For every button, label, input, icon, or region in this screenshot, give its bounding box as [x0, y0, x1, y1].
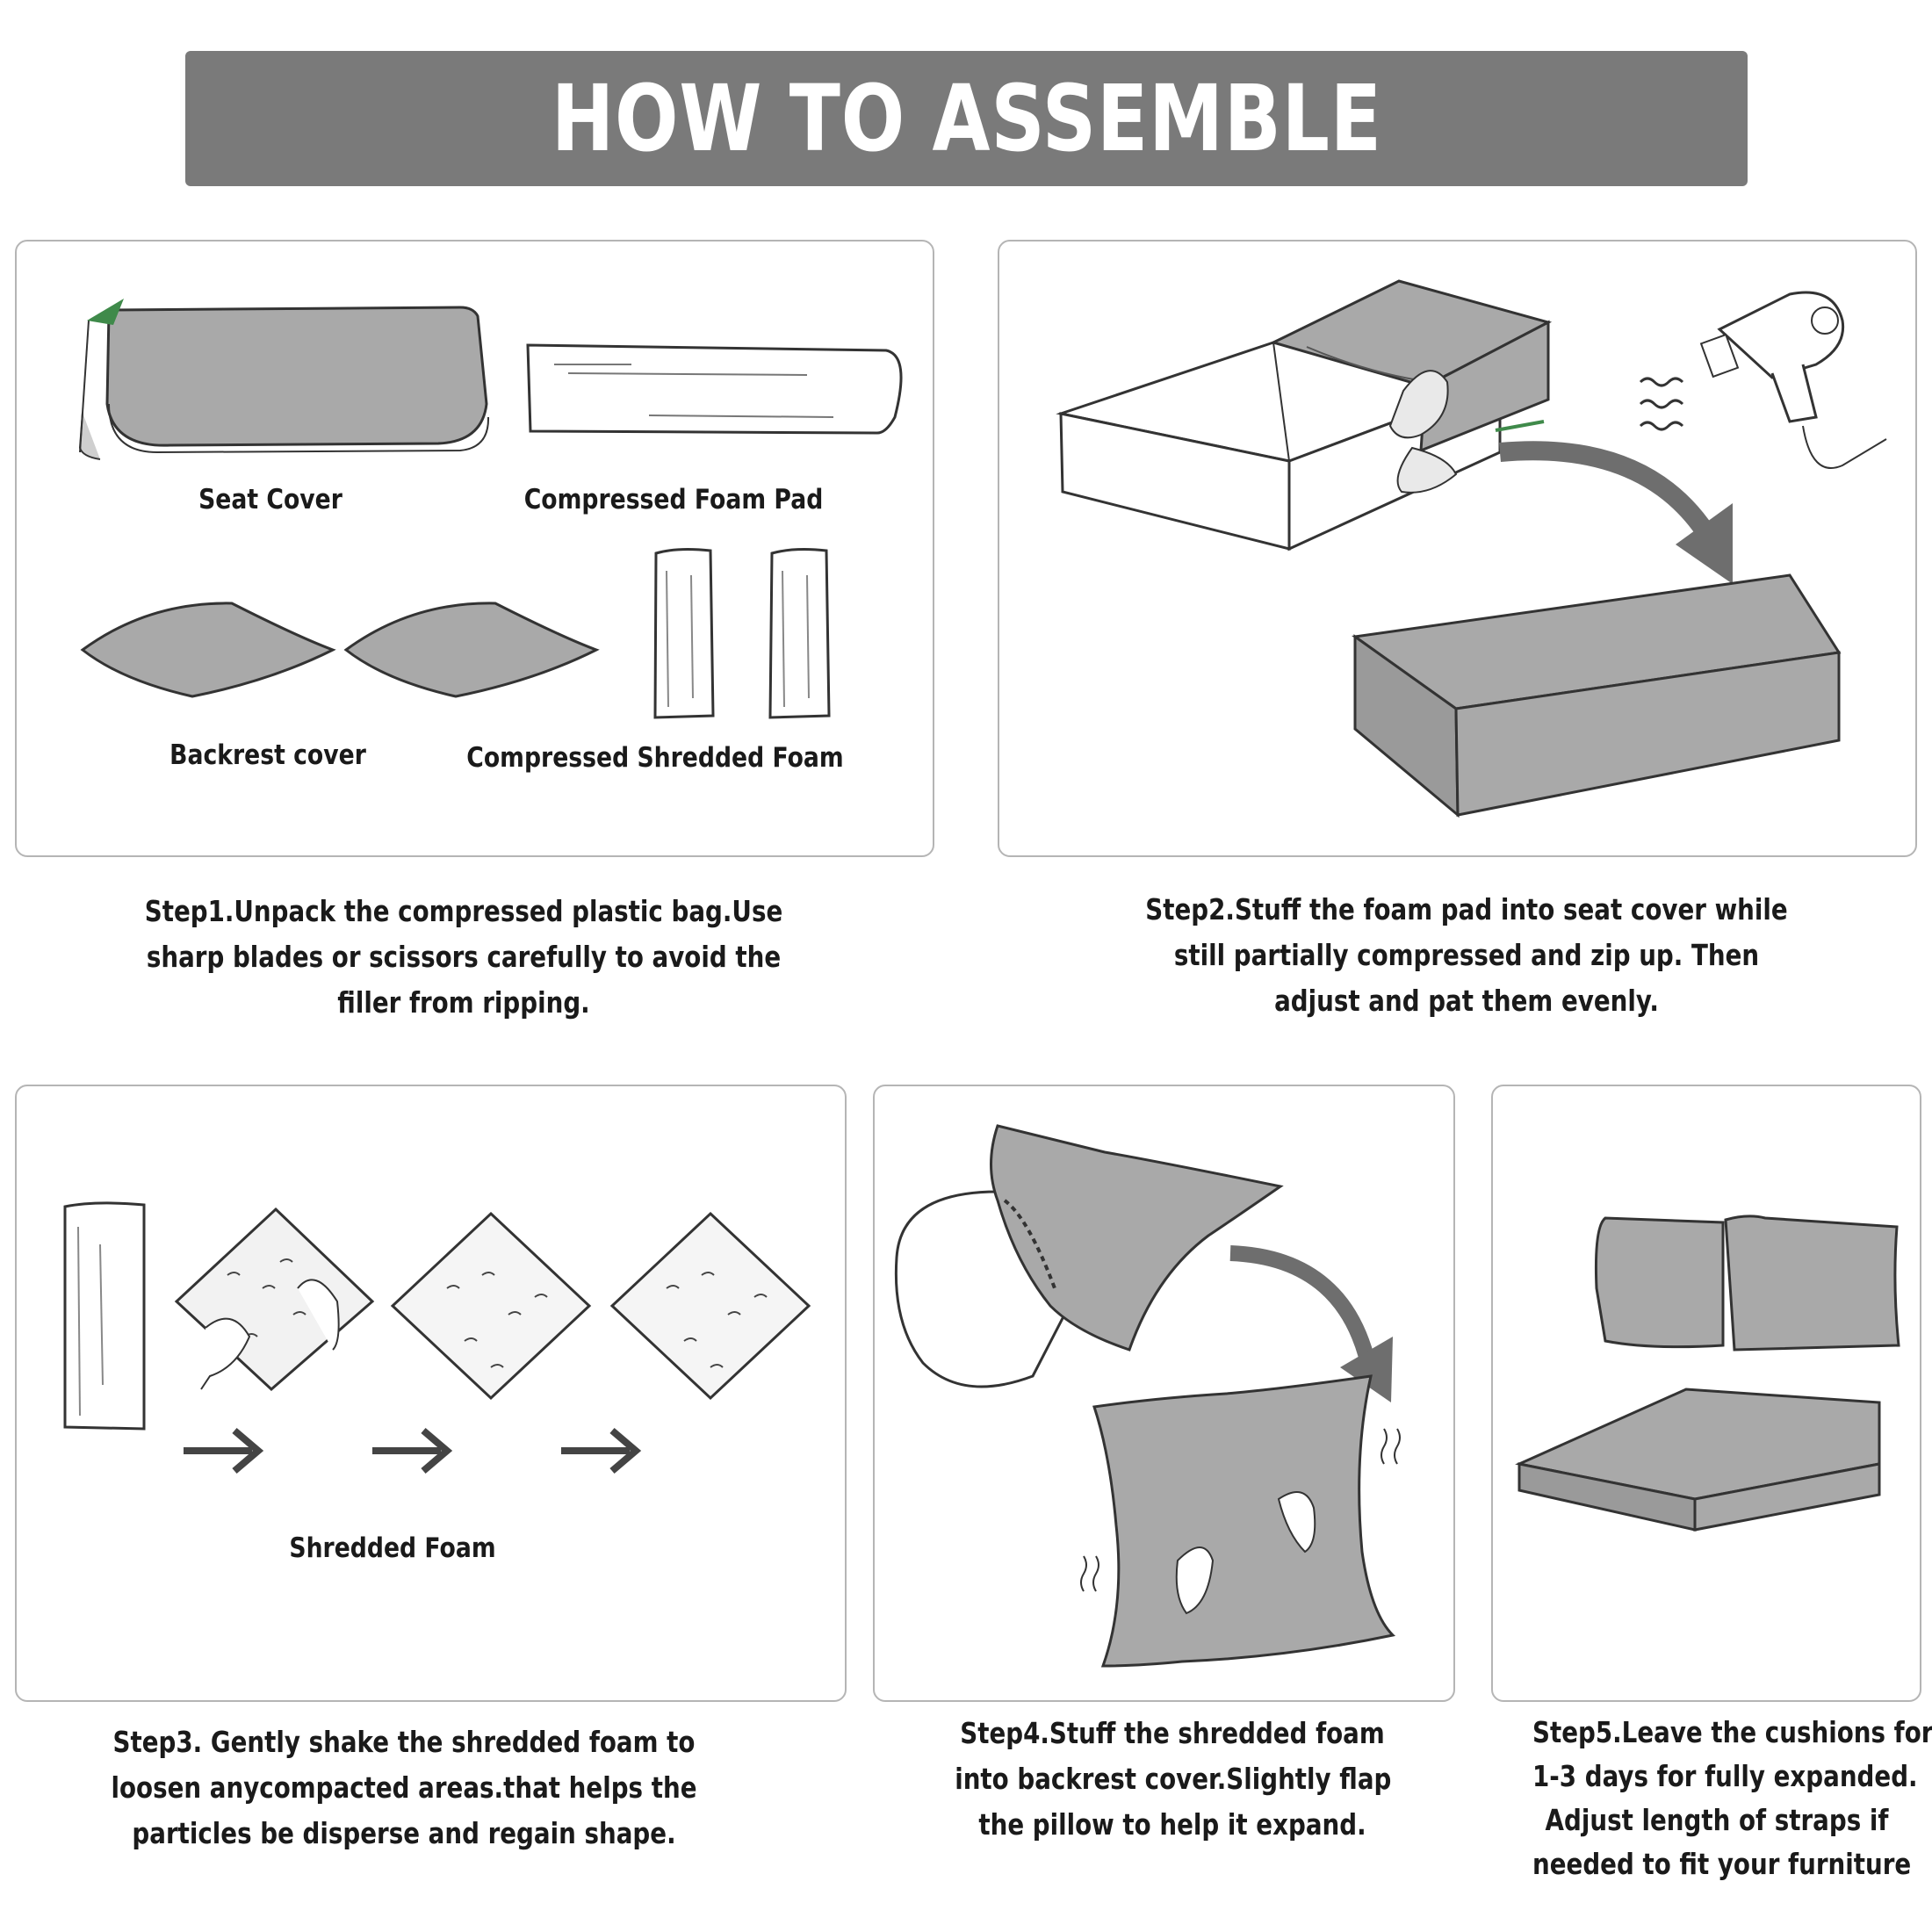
step2-caption: Step2.Stuff the foam pad into seat cover… [1045, 887, 1888, 1024]
label-shredded-foam: Compressed Shredded Foam [466, 742, 844, 774]
step3-caption-line: Step3. Gently shake the shredded foam to [112, 1725, 696, 1759]
step3-illustration [63, 1201, 811, 1474]
shredded-foam-bags-illustration [653, 548, 831, 719]
step3-caption: Step3. Gently shake the shredded foam to… [48, 1719, 760, 1856]
hair-dryer-icon [1639, 291, 1887, 469]
step4-illustration [894, 1124, 1401, 1668]
step5-panel [1491, 1085, 1921, 1702]
page-title: HOW TO ASSEMBLE [551, 65, 1382, 172]
arrow-right-icon-3 [561, 1427, 642, 1474]
step1-panel: Seat Cover Compressed Foam Pad Backrest … [15, 240, 934, 857]
step2-caption-line: Step2.Stuff the foam pad into seat cover… [1145, 892, 1788, 926]
step1-caption: Step1.Unpack the compressed plastic bag.… [60, 889, 868, 1026]
step2-caption-line: adjust and pat them evenly. [1274, 984, 1659, 1018]
step3-caption-line: loosen anycompacted areas.that helps the [111, 1770, 697, 1805]
step4-caption-line: the pillow to help it expand. [978, 1807, 1366, 1842]
step2-caption-line: still partially compressed and zip up. T… [1173, 938, 1760, 972]
step5-illustration [1515, 1215, 1900, 1532]
step4-caption: Step4.Stuff the shredded foam into backr… [913, 1711, 1431, 1848]
foam-diamond-3 [609, 1211, 811, 1401]
curved-arrow-icon [1499, 441, 1733, 584]
label-foam-pad: Compressed Foam Pad [523, 484, 824, 515]
backrest-covers-illustration [80, 602, 600, 698]
step4-panel [873, 1085, 1455, 1702]
label-shredded-foam-step3: Shredded Foam [289, 1532, 496, 1564]
step5-caption-line: 1-3 days for fully expanded. [1532, 1759, 1918, 1793]
compressed-bag-illustration [63, 1201, 146, 1431]
label-seat-cover: Seat Cover [198, 484, 342, 515]
pillow-filled-illustration [1080, 1374, 1401, 1668]
foam-diamond-2 [390, 1211, 592, 1401]
step1-illustration [78, 299, 903, 719]
label-backrest-cover: Backrest cover [169, 739, 366, 771]
finished-seat-illustration [1515, 1215, 1900, 1532]
step4-caption-line: Step4.Stuff the shredded foam [960, 1716, 1385, 1750]
step4-caption-line: into backrest cover.Slightly flap [955, 1762, 1392, 1796]
arrow-right-icon-2 [372, 1427, 453, 1474]
step3-caption-line: particles be disperse and regain shape. [132, 1816, 676, 1850]
curved-arrow-icon [1229, 1245, 1393, 1402]
step2-illustration [1056, 279, 1887, 818]
step2-panel [998, 240, 1917, 857]
pillow-insert-illustration [894, 1124, 1284, 1388]
foam-diamond-1 [174, 1207, 375, 1392]
title-banner: HOW TO ASSEMBLE [185, 51, 1748, 186]
step5-caption-line: Adjust length of straps if [1545, 1803, 1889, 1837]
step5-caption: Step5.Leave the cushions for 1-3 days fo… [1497, 1711, 1932, 1886]
arrow-right-icon-1 [184, 1427, 264, 1474]
finished-cushion-illustration [1352, 573, 1842, 818]
step1-caption-line: sharp blades or scissors carefully to av… [146, 940, 782, 974]
step1-caption-line: filler from ripping. [337, 985, 590, 1020]
foam-box-illustration [1056, 279, 1553, 551]
step1-caption-line: Step1.Unpack the compressed plastic bag.… [144, 894, 783, 928]
step5-caption-line: needed to fit your furniture [1532, 1847, 1912, 1881]
step3-panel: Shredded Foam [15, 1085, 847, 1702]
step5-caption-line: Step5.Leave the cushions for [1532, 1715, 1932, 1749]
foam-pad-illustration [526, 343, 903, 435]
seat-cover-illustration [78, 299, 490, 460]
